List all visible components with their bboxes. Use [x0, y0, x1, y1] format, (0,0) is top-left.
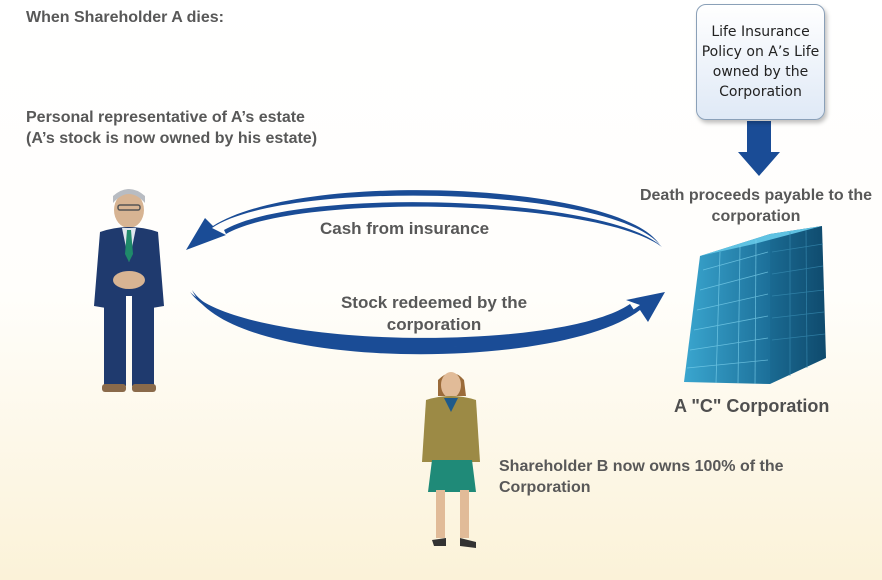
- life-insurance-policy-box: Life Insurance Policy on A’s Life owned …: [696, 4, 825, 120]
- stock-redeemed-label: Stock redeemed by the corporation: [340, 293, 528, 334]
- down-arrow-icon: [738, 121, 780, 176]
- businesswoman-icon: [422, 372, 480, 548]
- personal-representative-label: Personal representative of A’s estate (A…: [26, 109, 318, 147]
- diagram-title: When Shareholder A dies:: [26, 9, 224, 26]
- policy-box-text: Life Insurance Policy on A’s Life owned …: [701, 24, 820, 100]
- shareholder-b-label: Shareholder B now owns 100% of the Corpo…: [499, 458, 784, 496]
- businessman-icon: [94, 189, 164, 392]
- office-building-icon: [684, 226, 826, 385]
- death-proceeds-label: Death proceeds payable to the corporatio…: [639, 187, 873, 225]
- corporation-label: A "C" Corporation: [674, 396, 830, 416]
- cash-from-insurance-label: Cash from insurance: [320, 219, 490, 238]
